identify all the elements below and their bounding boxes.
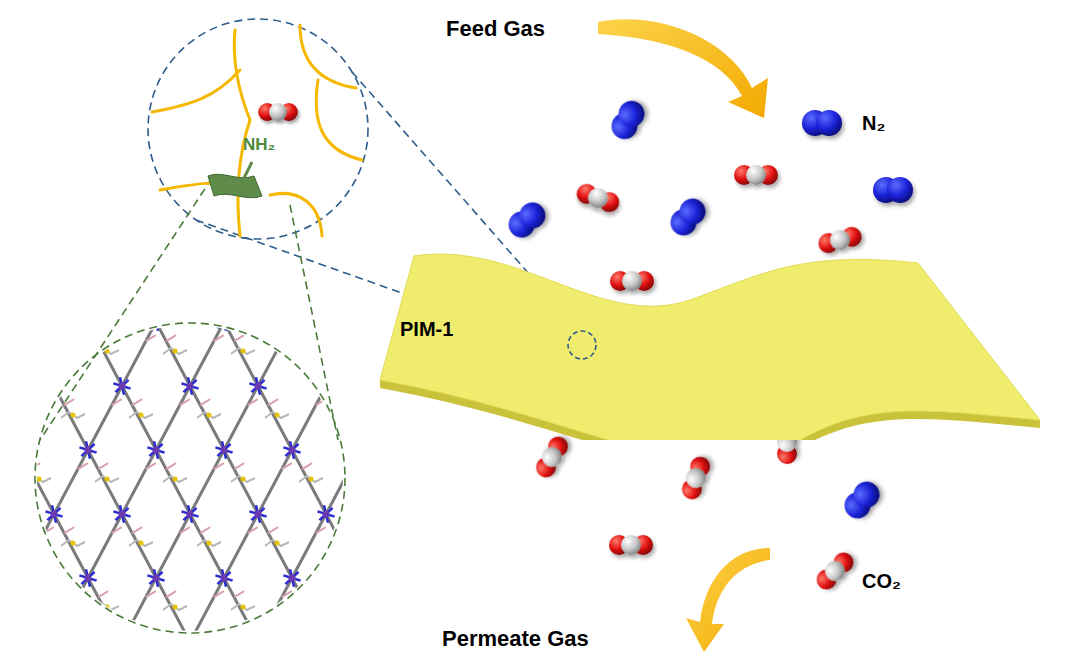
mof-structure	[0, 313, 428, 671]
feed-arrow	[598, 19, 768, 118]
co2-label: CO₂	[862, 570, 901, 593]
n2-molecule	[665, 193, 711, 240]
co2-molecule	[610, 271, 654, 291]
membrane-band: PIM-1	[378, 240, 1044, 440]
n2-molecule	[873, 177, 913, 203]
amine-segment	[208, 174, 262, 197]
n2-molecule	[607, 96, 650, 144]
band-shape	[378, 240, 1044, 440]
n2-molecule	[839, 476, 885, 523]
co2-molecule	[812, 548, 857, 593]
permeate-arrow	[686, 548, 770, 652]
zoom-leader-green	[35, 178, 345, 633]
permeate-gas-label: Permeate Gas	[442, 626, 589, 652]
n2-molecule	[503, 197, 550, 243]
co2-molecule	[816, 225, 864, 256]
feed-gas-label: Feed Gas	[446, 16, 545, 42]
co2-molecule	[258, 103, 298, 121]
co2-molecule	[734, 165, 778, 185]
polymer-chains	[152, 25, 362, 236]
co2-molecule	[609, 535, 653, 555]
n2-molecule	[802, 110, 842, 136]
amine-bond	[244, 162, 252, 178]
membrane-label: PIM-1	[400, 318, 453, 341]
co2-molecule	[258, 103, 298, 121]
co2-molecule	[679, 454, 713, 502]
amine-label: NH₂	[243, 135, 275, 155]
n2-label: N₂	[862, 112, 885, 135]
co2-molecule	[532, 433, 571, 481]
co2-molecule	[574, 181, 622, 215]
